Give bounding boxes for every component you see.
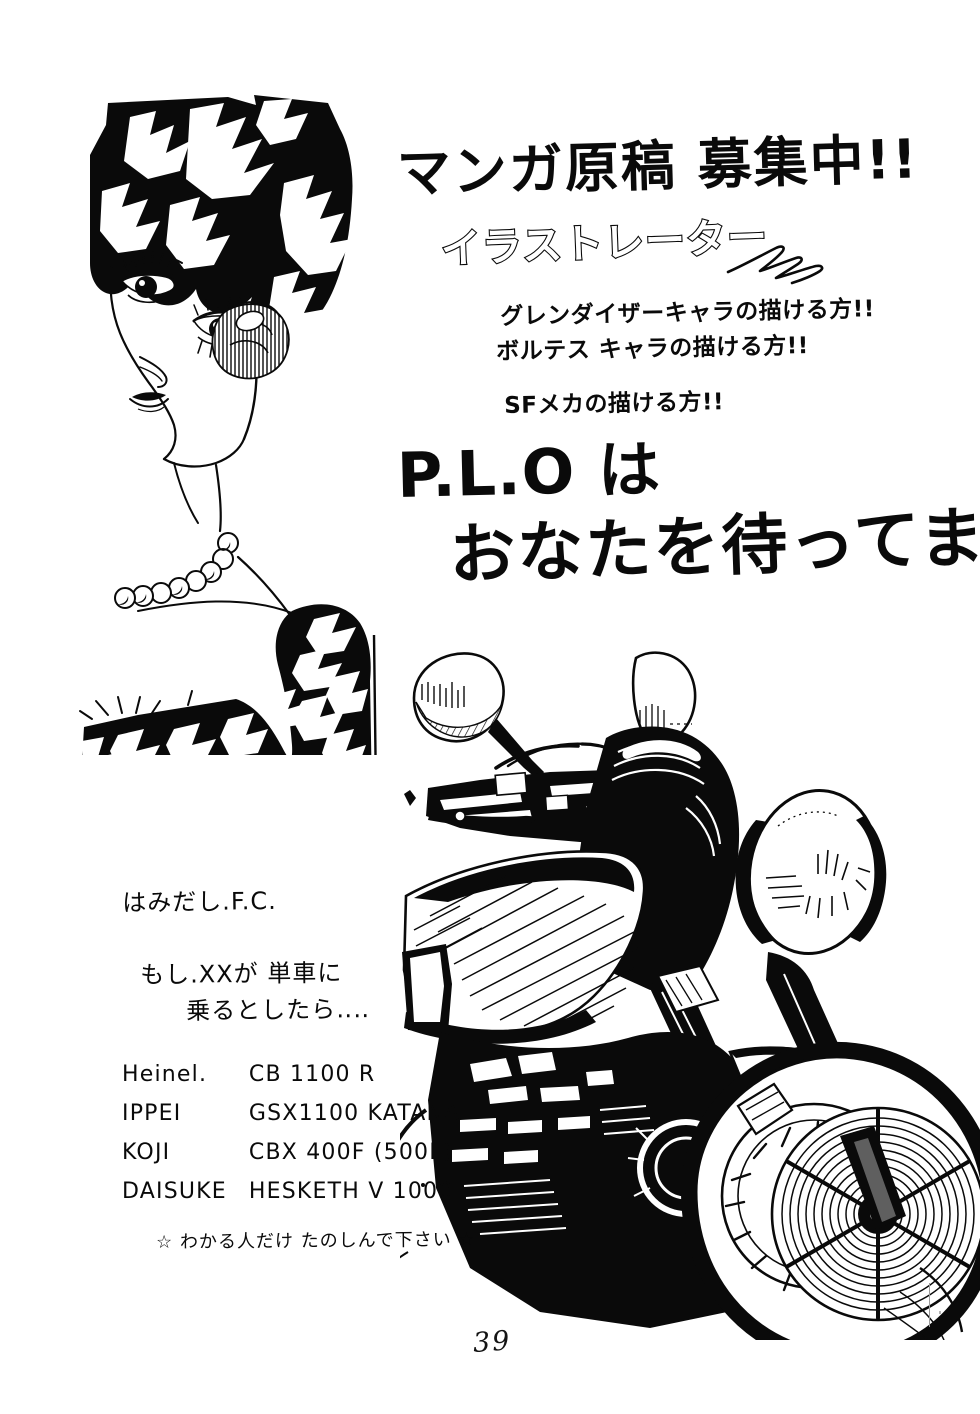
ink-dot-mark xyxy=(421,1183,425,1187)
requirement-line-2: ボルテス キャラの描ける方!! xyxy=(496,333,809,365)
fan-club-title: はみだし.F.C. xyxy=(122,886,277,917)
table-row: DAISUKE HESKETH V 1000. xyxy=(122,1175,462,1214)
motorcycle-model: HESKETH V 1000. xyxy=(248,1179,462,1205)
motorcycle-assignment-list: Heinel. CB 1100 R IPPEI GSX1100 KATANA K… xyxy=(122,1058,462,1214)
slogan-line-1: P.L.O は xyxy=(396,432,662,512)
scan-artifact-dot xyxy=(939,1311,941,1314)
owner-name: Heinel. xyxy=(122,1062,208,1087)
table-row: KOJI CBX 400F (500F) xyxy=(122,1136,462,1175)
motorcycle-illustration xyxy=(400,640,980,1340)
owner-name: IPPEI xyxy=(122,1101,182,1127)
scan-artifact-line xyxy=(929,1283,930,1327)
requirement-line-1: グレンダイザーキャラの描ける方!! xyxy=(500,296,875,330)
requirement-line-3: SFメカの描ける方!! xyxy=(504,389,725,419)
recruitment-subhead: イラストレーター xyxy=(439,213,770,274)
woman-portrait-illustration xyxy=(78,95,408,755)
table-row: Heinel. CB 1100 R xyxy=(122,1058,462,1097)
fan-club-question-line-1: もし.XXが 単車に xyxy=(140,958,343,989)
fan-club-question-line-2: 乗るとしたら‥‥ xyxy=(186,995,371,1025)
squiggle-flourish-icon xyxy=(726,238,836,294)
owner-name: DAISUKE xyxy=(122,1179,227,1205)
motorcycle-model: CB 1100 R xyxy=(248,1062,376,1087)
table-row: IPPEI GSX1100 KATANA xyxy=(122,1097,462,1136)
fan-club-footer-note: ☆ わかる人だけ たのしんで下さい ☆ xyxy=(156,1229,476,1253)
motorcycle-model: CBX 400F (500F) xyxy=(248,1140,453,1166)
motorcycle-model: GSX1100 KATANA xyxy=(248,1101,461,1127)
recruitment-headline: マンガ原稿 募集中!! xyxy=(396,127,920,205)
owner-name: KOJI xyxy=(122,1140,171,1166)
page-number: 39 xyxy=(472,1325,513,1359)
